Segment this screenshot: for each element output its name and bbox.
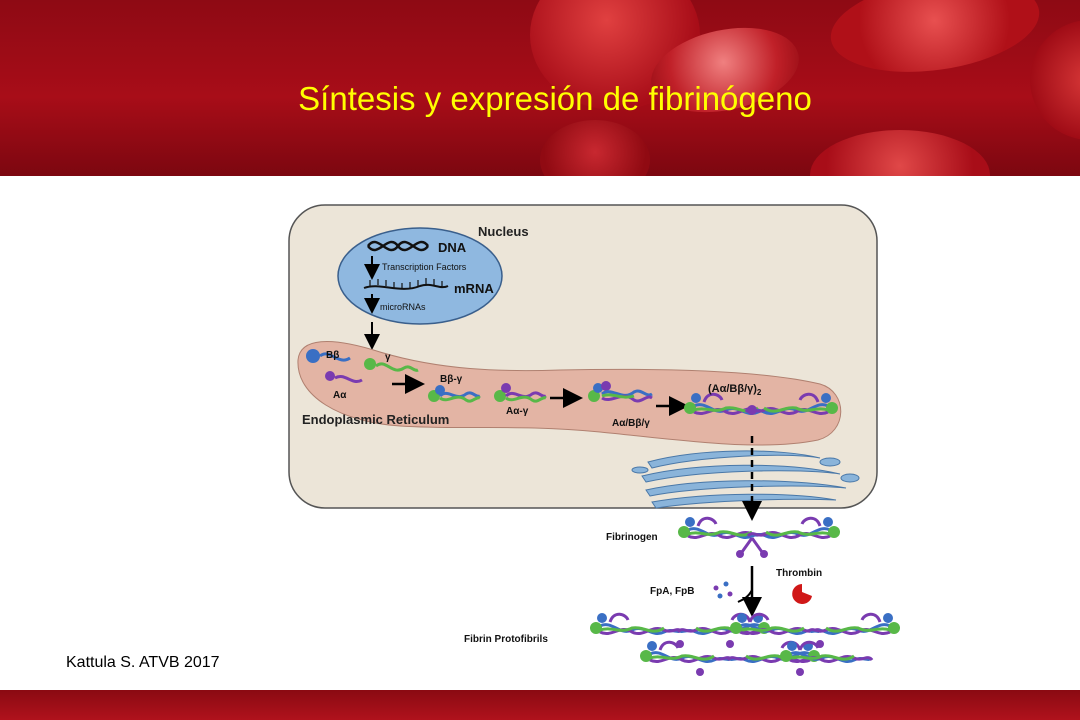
header-banner: Síntesis y expresión de fibrinógeno — [0, 0, 1080, 176]
bbeta-label: Bβ — [326, 350, 339, 361]
thrombin-label: Thrombin — [776, 568, 822, 579]
mrna-strand-icon — [363, 283, 449, 290]
fibrinogen-label: Fibrinogen — [606, 532, 658, 543]
gamma-chain — [364, 358, 419, 372]
dna-label: DNA — [438, 240, 467, 255]
nucleus-label: Nucleus — [478, 224, 529, 239]
slide-title: Síntesis y expresión de fibrinógeno — [298, 80, 812, 117]
aalpha-bbeta-gamma-label: Aα/Bβ/γ — [612, 418, 650, 429]
transcription-factors-label: Transcription Factors — [382, 262, 467, 272]
aalpha-label: Aα — [333, 390, 347, 401]
golgi-apparatus — [631, 450, 860, 509]
mrna-ticks — [369, 278, 443, 289]
dimer-subscript: 2 — [757, 388, 762, 397]
fibrinogen-molecule — [676, 515, 842, 558]
er-label: Endoplasmic Reticulum — [302, 412, 449, 427]
micrornas-label: microRNAs — [380, 302, 426, 312]
aalpha-chain — [325, 371, 363, 383]
mrna-label: mRNA — [454, 281, 494, 296]
dna-helix-icon — [366, 240, 430, 252]
citation: Kattula S. ATVB 2017 — [66, 654, 220, 671]
bbeta-gamma-label: Bβ-γ — [440, 374, 463, 385]
fpa-fpb-label: FpA, FpB — [650, 586, 694, 597]
fibrinogen-dimer-er — [682, 391, 840, 416]
aalpha-bbeta-gamma-complex — [588, 381, 653, 403]
footer-band — [0, 690, 1080, 720]
gamma-label: γ — [385, 352, 391, 363]
aalpha-gamma-label: Aα-γ — [506, 406, 529, 417]
thrombin-enzyme-icon — [792, 584, 812, 604]
dimer-label-main: (Aα/Bβ/γ) — [708, 383, 757, 395]
dimer-label: (Aα/Bβ/γ)2 — [708, 383, 762, 397]
fibrinopeptide-dots — [713, 581, 733, 599]
cleavage-branch — [737, 589, 753, 603]
fibrin-protofibril — [588, 611, 902, 676]
fibrin-label: Fibrin Protofibrils — [464, 634, 548, 645]
bbeta-gamma-complex — [428, 385, 481, 403]
aalpha-gamma-complex — [494, 383, 547, 403]
bbeta-chain — [306, 349, 351, 363]
red-blood-cell — [540, 120, 650, 176]
